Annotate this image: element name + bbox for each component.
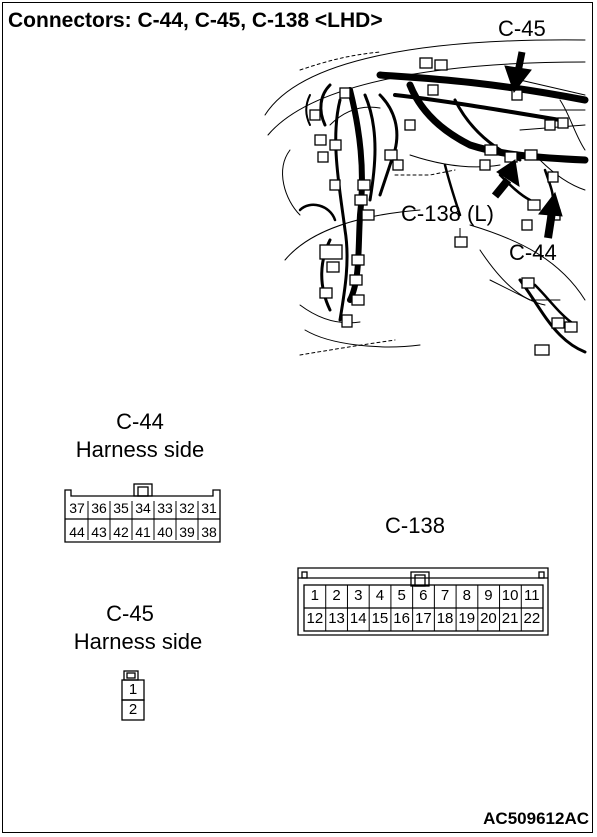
c138-pin: 5 [397, 587, 406, 604]
c44-pin: 44 [69, 524, 85, 540]
c44-pin: 42 [113, 524, 129, 540]
c44-pin: 31 [201, 500, 217, 516]
callout-c138: C-138 (L) [401, 201, 494, 226]
c44-name: C-44 [116, 409, 164, 434]
c44-pin: 38 [201, 524, 217, 540]
c44-pin: 34 [135, 500, 151, 516]
page-title: Connectors: C-44, C-45, C-138 <LHD> [8, 9, 383, 32]
c138-pin: 9 [484, 587, 493, 604]
c44-pin: 35 [113, 500, 129, 516]
c138-pin: 17 [415, 610, 432, 627]
c44-pin: 33 [157, 500, 173, 516]
c45-side-label: Harness side [73, 629, 203, 654]
c138-pin: 16 [393, 610, 410, 627]
c44-pin: 36 [91, 500, 107, 516]
c44-side-label: Harness side [75, 437, 205, 462]
c138-pin: 21 [501, 610, 519, 627]
c138-pin: 14 [349, 610, 367, 627]
c138-pin: 19 [458, 610, 476, 627]
c138-name: C-138 [385, 513, 445, 538]
c138-pin: 2 [332, 587, 341, 604]
c138-pin-grid: 1 2 3 4 5 6 7 8 9 10 11 12 13 14 15 16 1… [304, 587, 543, 631]
callout-c45: C-45 [498, 16, 546, 41]
c138-pin: 22 [523, 610, 541, 627]
c138-pin: 20 [480, 610, 497, 627]
c44-pin-grid: 37 36 35 34 33 32 31 44 43 42 41 40 39 3… [66, 499, 220, 540]
c138-pin: 11 [524, 587, 540, 604]
c138-pin: 18 [436, 610, 454, 627]
c44-pin: 32 [179, 500, 195, 516]
c138-pin: 13 [328, 610, 345, 627]
c138-pin: 8 [462, 587, 471, 604]
c44-pin: 37 [69, 500, 85, 516]
c45-pin: 2 [128, 701, 138, 718]
c138-pin: 1 [310, 587, 320, 604]
c138-pin: 15 [371, 610, 389, 627]
c44-pin: 40 [157, 524, 173, 540]
c44-pin: 43 [91, 524, 107, 540]
c44-pin: 41 [135, 524, 151, 540]
c45-pin: 1 [128, 681, 138, 698]
callout-c44: C-44 [509, 240, 557, 265]
c138-pin: 12 [306, 610, 324, 627]
figure-code: AC509612AC [483, 809, 589, 828]
c138-pin: 4 [375, 587, 385, 604]
c138-pin: 10 [501, 587, 519, 604]
c44-pin: 39 [179, 524, 195, 540]
c45-name: C-45 [106, 601, 154, 626]
c138-pin: 7 [440, 587, 450, 604]
c138-pin: 6 [419, 587, 428, 604]
c138-pin: 3 [354, 587, 363, 604]
